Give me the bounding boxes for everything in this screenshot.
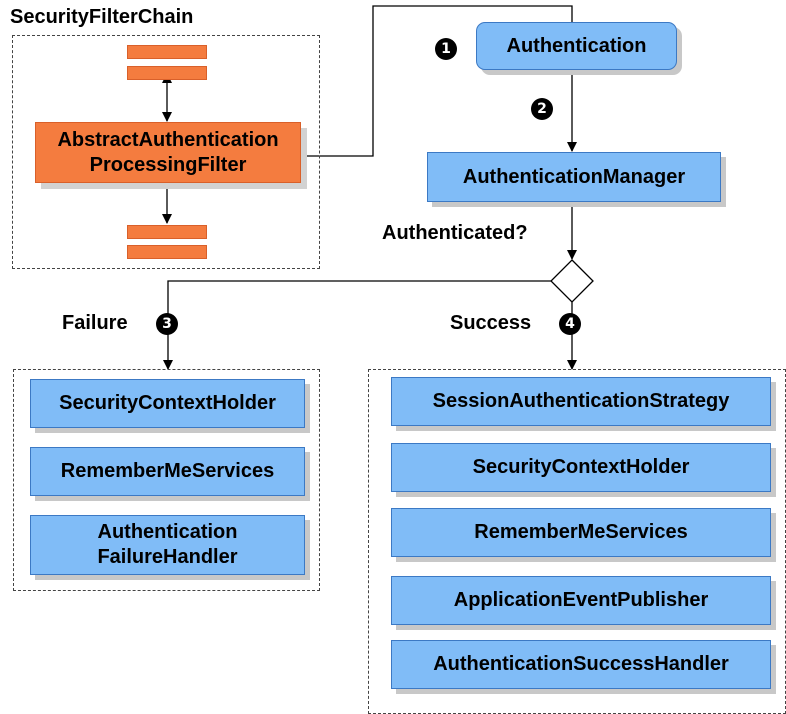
chain-filter-bar-top-1: [127, 45, 207, 59]
authentication-success-handler[interactable]: AuthenticationSuccessHandler: [391, 640, 771, 689]
chain-filter-bar-top-2: [127, 66, 207, 80]
chain-filter-bar-bottom-1: [127, 225, 207, 239]
authentication-manager-box[interactable]: AuthenticationManager: [427, 152, 721, 202]
success-remember-me-services[interactable]: RememberMeServices: [391, 508, 771, 557]
security-filter-chain-title: SecurityFilterChain: [10, 6, 194, 28]
chain-filter-bar-bottom-2: [127, 245, 207, 259]
step-3-badge: 3: [156, 313, 178, 335]
failure-label: Failure: [62, 312, 128, 334]
step-1-badge: 1: [435, 38, 457, 60]
authentication-failure-handler[interactable]: Authentication FailureHandler: [30, 515, 305, 575]
filter-to-authentication-line: [302, 5, 573, 157]
failure-handlers-container: [13, 369, 320, 591]
failure-security-context-holder[interactable]: SecurityContextHolder: [30, 379, 305, 428]
authenticated-question-label: Authenticated?: [382, 222, 528, 244]
step-2-badge: 2: [531, 98, 553, 120]
success-label: Success: [450, 312, 532, 334]
authentication-box[interactable]: Authentication: [476, 22, 677, 70]
step-4-badge: 4: [559, 313, 581, 335]
decision-diamond: [550, 259, 594, 303]
application-event-publisher[interactable]: ApplicationEventPublisher: [391, 576, 771, 625]
abstract-authentication-processing-filter[interactable]: AbstractAuthentication ProcessingFilter: [35, 122, 301, 183]
decision-to-failure-arrow: [163, 280, 551, 370]
security-filter-chain-container: [12, 35, 320, 269]
session-authentication-strategy[interactable]: SessionAuthenticationStrategy: [391, 377, 771, 426]
failure-remember-me-services[interactable]: RememberMeServices: [30, 447, 305, 496]
success-security-context-holder[interactable]: SecurityContextHolder: [391, 443, 771, 492]
